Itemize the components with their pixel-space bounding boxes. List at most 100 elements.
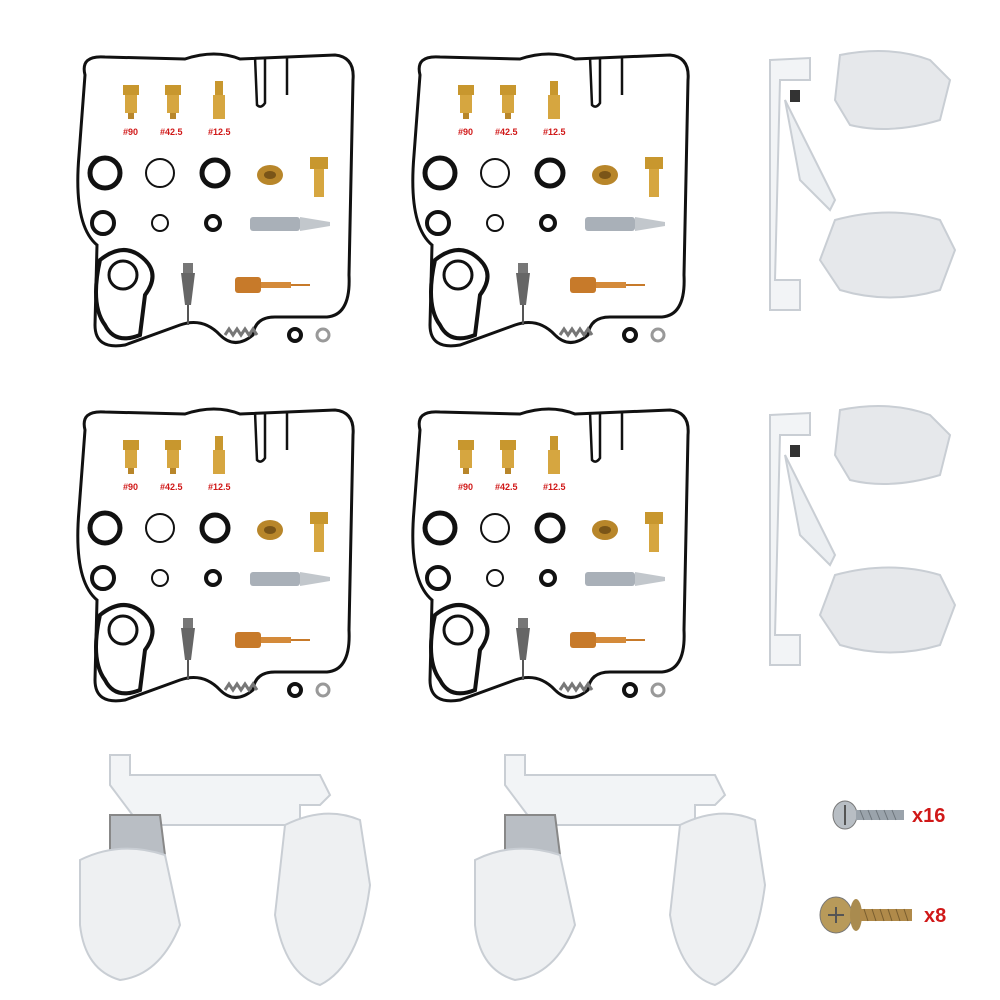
small-o-ring: [287, 682, 303, 698]
float-bowl-gasket: [76, 52, 355, 348]
air-screw: [250, 572, 330, 586]
pan-head-screw-icon: [832, 800, 904, 830]
diaphragm-gasket: [94, 248, 155, 341]
jet-label-90: #90: [458, 127, 473, 137]
main-jet-90: [458, 85, 474, 119]
float-bowl-gasket: [411, 52, 690, 348]
small-washer: [650, 327, 666, 343]
main-jet-42-5: [165, 440, 181, 474]
small-washer: [315, 682, 331, 698]
float-needle-valve: [516, 263, 530, 325]
qty-label-x8: x8: [924, 905, 947, 927]
float-3: [70, 745, 390, 995]
main-jet-42-5: [500, 85, 516, 119]
drain-bolt: [645, 157, 663, 197]
float-illustration: [769, 405, 957, 666]
o-ring: [87, 510, 123, 546]
qty-label-x16: x16: [912, 805, 946, 827]
o-ring: [199, 512, 231, 544]
o-ring: [90, 210, 116, 236]
o-ring: [422, 510, 458, 546]
o-ring: [425, 210, 451, 236]
jet-label-12-5: #12.5: [543, 127, 566, 137]
air-screw: [585, 572, 665, 586]
float-illustration: [79, 754, 372, 987]
spring: [558, 681, 594, 693]
jet-label-42-5: #42.5: [160, 482, 183, 492]
o-ring: [145, 158, 175, 188]
pilot-jet-12-5: [548, 436, 560, 474]
o-ring: [534, 157, 566, 189]
pilot-screw: [235, 277, 310, 293]
spring: [223, 681, 259, 693]
jet-label-12-5: #12.5: [208, 482, 231, 492]
carburetor-kit-4: #90 #42.5 #12.5: [400, 400, 700, 710]
pilot-jet-12-5: [213, 81, 225, 119]
o-ring: [151, 214, 169, 232]
float-illustration: [769, 50, 957, 311]
o-ring: [422, 155, 458, 191]
kit-illustration: #90 #42.5 #12.5: [411, 52, 690, 348]
air-screw: [250, 217, 330, 231]
float-needle-valve: [181, 263, 195, 325]
small-washer: [650, 682, 666, 698]
o-ring: [539, 569, 557, 587]
jet-label-12-5: #12.5: [208, 127, 231, 137]
carburetor-kit-1: #90 #42.5 #12.5: [65, 45, 365, 355]
washer-head-screw-icon: [819, 896, 912, 934]
float-bowl-gasket: [76, 407, 355, 703]
spring: [558, 326, 594, 338]
small-o-ring: [622, 327, 638, 343]
jet-label-90: #90: [458, 482, 473, 492]
o-ring: [151, 569, 169, 587]
small-o-ring: [287, 327, 303, 343]
jet-label-42-5: #42.5: [160, 127, 183, 137]
float-illustration: [474, 754, 767, 987]
drain-bolt: [645, 512, 663, 552]
main-jet-42-5: [500, 440, 516, 474]
jet-label-42-5: #42.5: [495, 482, 518, 492]
main-jet-42-5: [165, 85, 181, 119]
float-1: [740, 40, 970, 340]
kit-illustration: #90 #42.5 #12.5: [76, 407, 355, 703]
main-jet-90: [123, 85, 139, 119]
diaphragm-gasket: [429, 603, 490, 696]
main-jet-90: [458, 440, 474, 474]
float-4: [465, 745, 785, 995]
o-ring: [204, 569, 222, 587]
pilot-screw: [235, 632, 310, 648]
pilot-jet-12-5: [213, 436, 225, 474]
small-o-ring: [622, 682, 638, 698]
o-ring: [480, 158, 510, 188]
o-ring: [534, 512, 566, 544]
jet-label-42-5: #42.5: [495, 127, 518, 137]
float-bowl-gasket: [411, 407, 690, 703]
pilot-screw: [570, 632, 645, 648]
o-ring: [539, 214, 557, 232]
o-ring: [145, 513, 175, 543]
air-screw: [585, 217, 665, 231]
spring: [223, 326, 259, 338]
drain-bolt: [310, 157, 328, 197]
main-jet-90: [123, 440, 139, 474]
drain-bolt: [310, 512, 328, 552]
carburetor-kit-2: #90 #42.5 #12.5: [400, 45, 700, 355]
o-ring: [199, 157, 231, 189]
float-needle-valve: [516, 618, 530, 680]
kit-illustration: #90 #42.5 #12.5: [411, 407, 690, 703]
o-ring: [486, 569, 504, 587]
o-ring: [204, 214, 222, 232]
diaphragm-gasket: [429, 248, 490, 341]
jet-label-90: #90: [123, 127, 138, 137]
pilot-screw: [570, 277, 645, 293]
o-ring: [486, 214, 504, 232]
float-needle-valve: [181, 618, 195, 680]
diaphragm-gasket: [94, 603, 155, 696]
o-ring: [87, 155, 123, 191]
o-ring: [480, 513, 510, 543]
jet-label-12-5: #12.5: [543, 482, 566, 492]
kit-illustration: #90 #42.5 #12.5: [76, 52, 355, 348]
o-ring: [90, 565, 116, 591]
jet-label-90: #90: [123, 482, 138, 492]
small-washer: [315, 327, 331, 343]
